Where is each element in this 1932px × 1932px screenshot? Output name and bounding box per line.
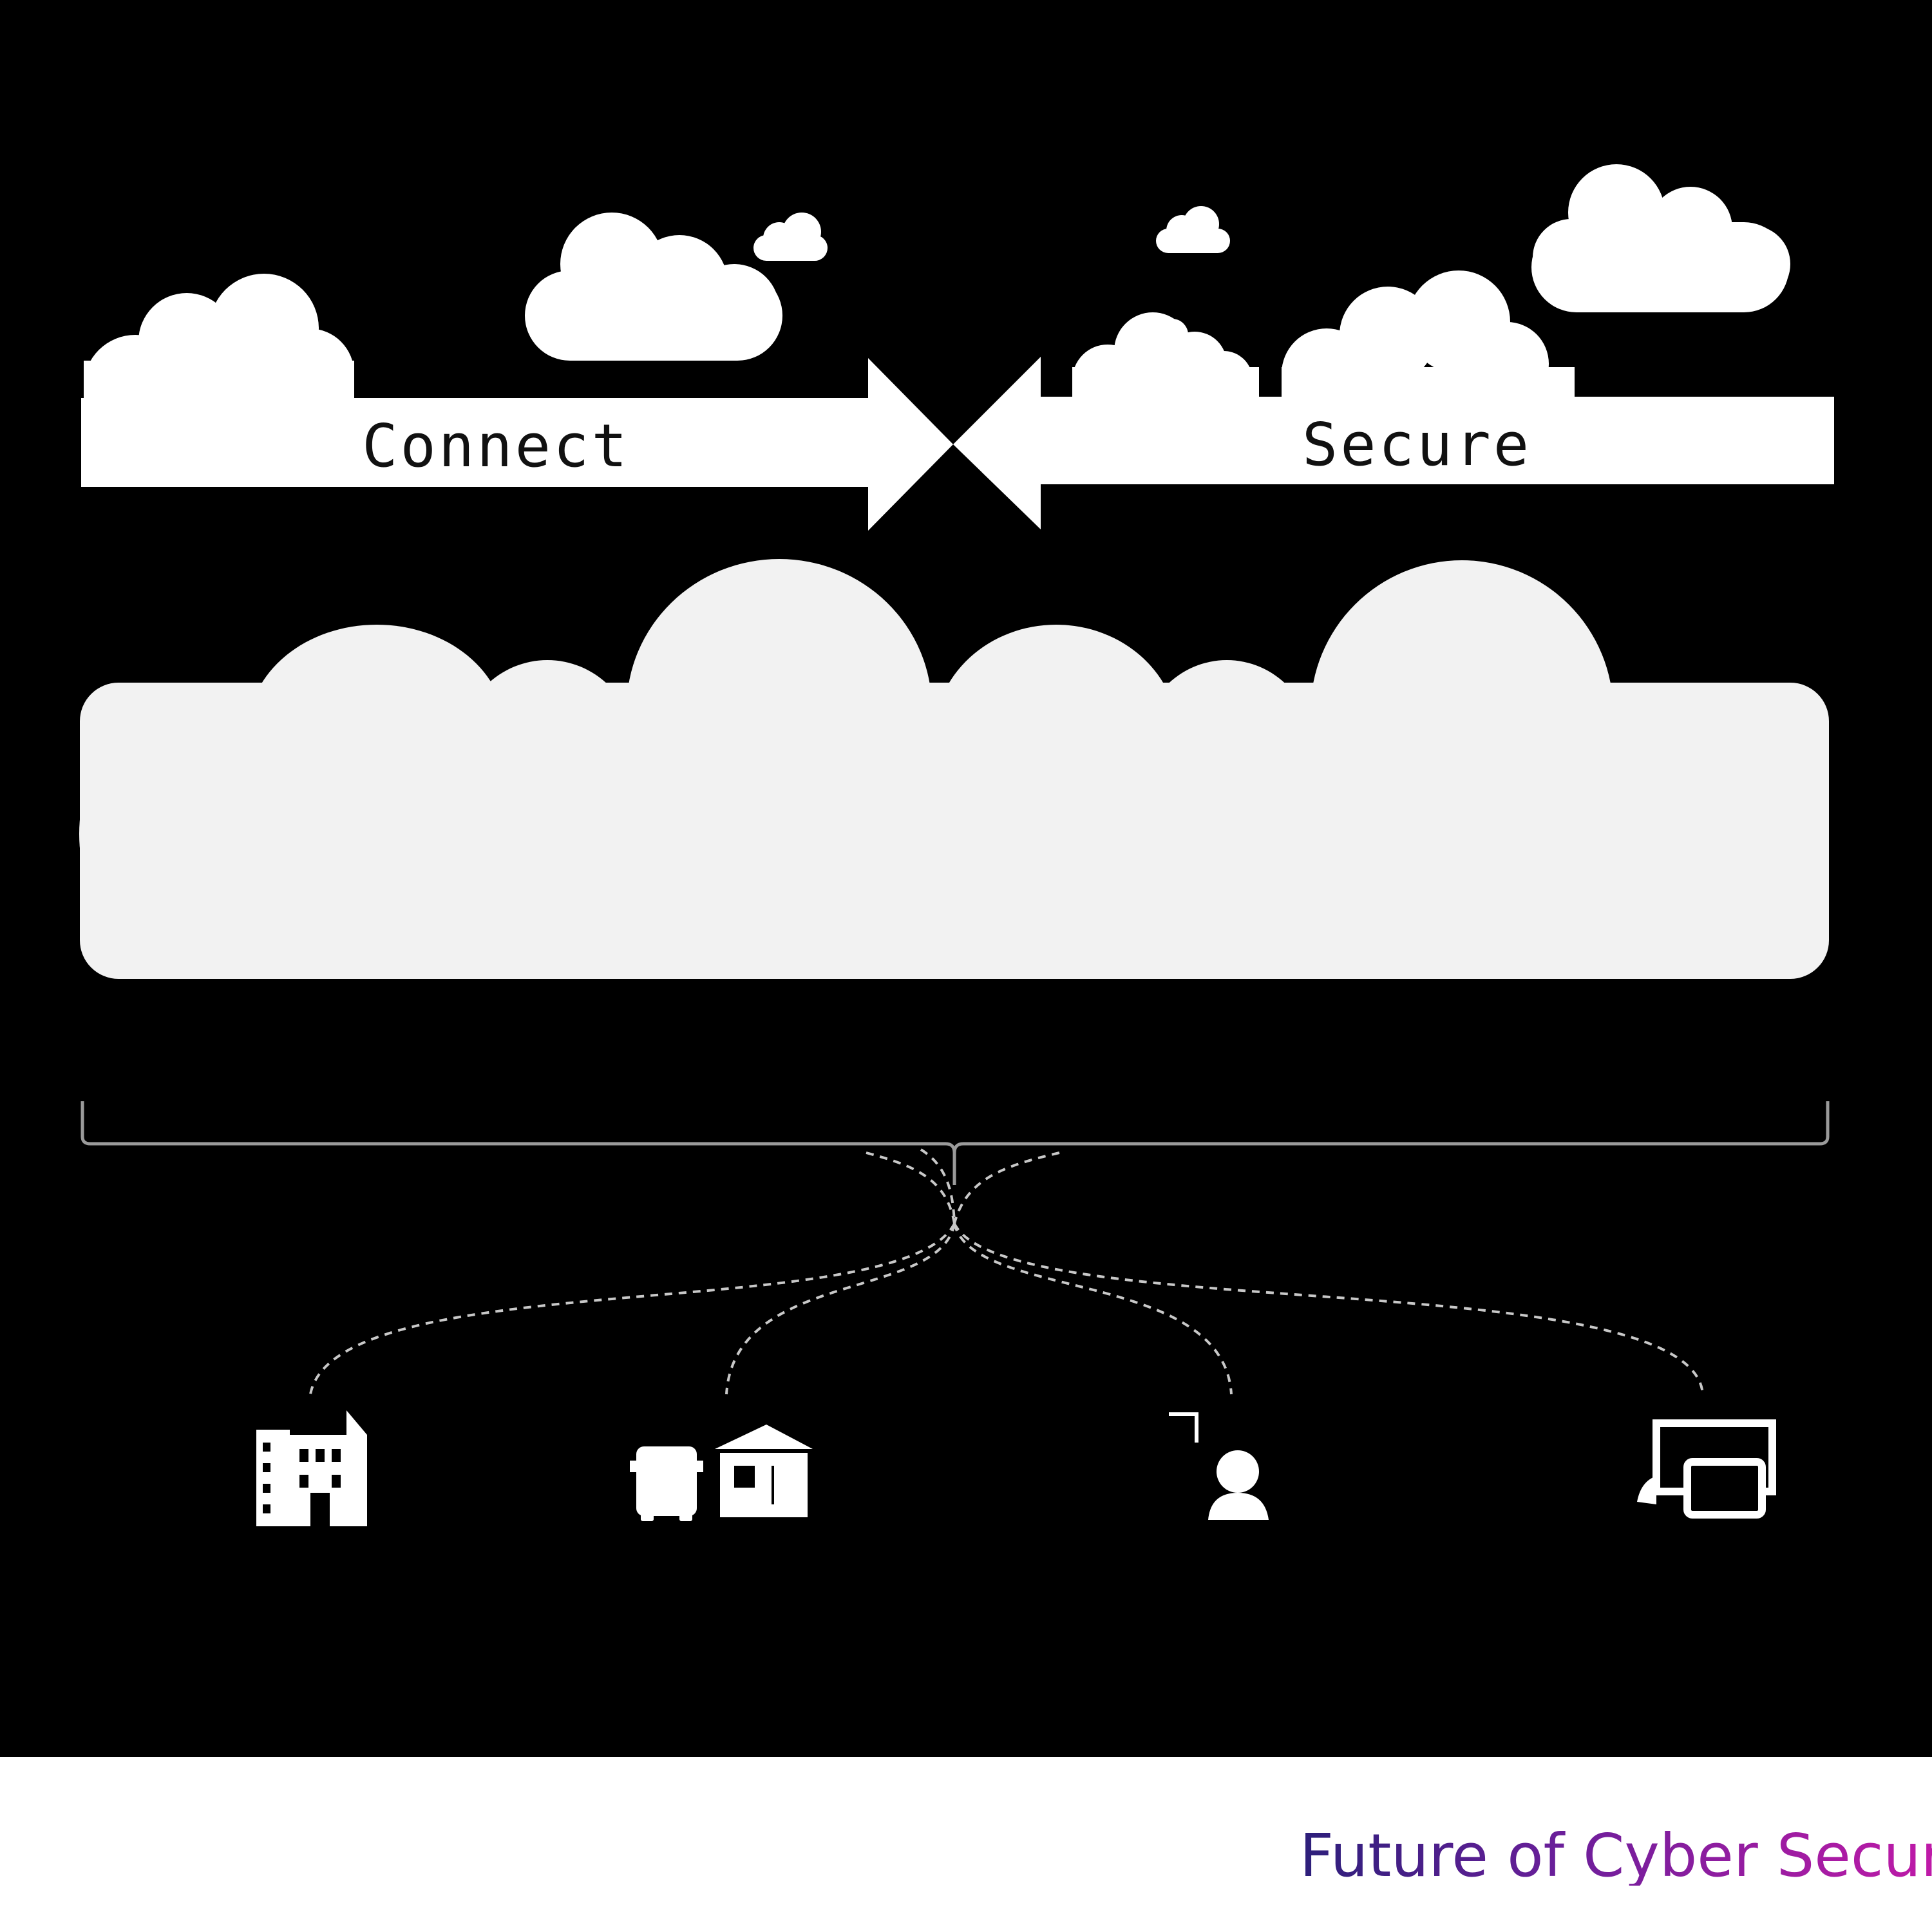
connect-label: Connect: [362, 412, 630, 480]
secure-arrow: Secure: [953, 357, 1834, 529]
connect-arrow: Connect: [81, 358, 953, 531]
devices-icon: [1637, 1419, 1776, 1519]
scope-bracket: [80, 1101, 1830, 1185]
secure-label: Secure: [1302, 410, 1531, 479]
endpoint-connectors: [309, 1148, 1704, 1395]
cloud-icon: [1531, 164, 1790, 312]
cloud-icon: [1156, 206, 1230, 253]
cloud-icon: [525, 213, 782, 361]
footer: Future of Cyber Secur: [0, 1765, 1932, 1932]
branch-home-icon: [630, 1425, 813, 1521]
office-building-icon: [256, 1410, 367, 1526]
cloud-icon: [753, 213, 828, 261]
footer-title: Future of Cyber Secur: [1300, 1826, 1932, 1886]
main-cloud: [79, 559, 1829, 979]
remote-user-icon: [1169, 1412, 1269, 1520]
